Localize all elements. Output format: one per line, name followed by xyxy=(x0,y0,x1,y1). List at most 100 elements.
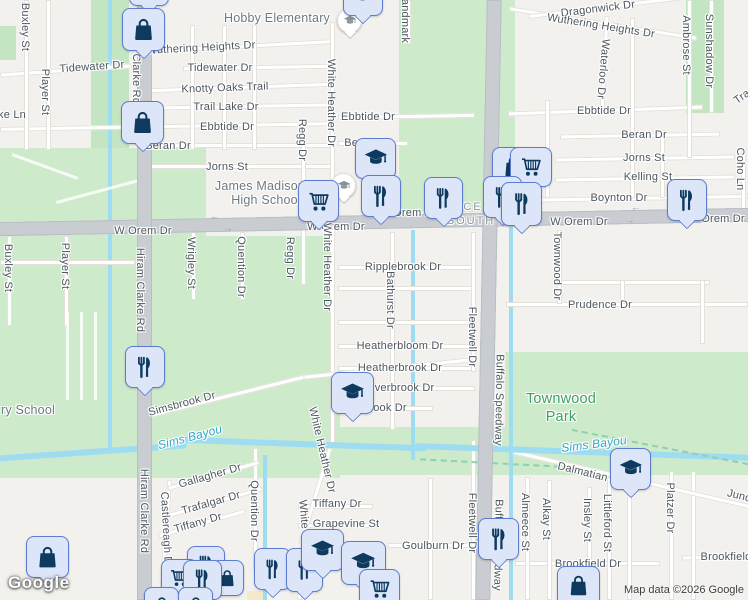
street-label: Trail Lake Dr xyxy=(193,101,259,113)
graduation-cap-icon xyxy=(363,146,389,172)
school-pin[interactable] xyxy=(610,448,651,499)
street-label: Brookfield xyxy=(700,551,748,563)
map-attribution[interactable]: Map data ©2026 Google xyxy=(623,584,744,596)
street-label: Sunshadow Dr xyxy=(703,13,715,89)
street-label: Ripplebrook Dr xyxy=(364,261,442,273)
minor-road xyxy=(700,280,705,344)
street-label: Coho Ln xyxy=(734,147,746,191)
shopping-bag-pin[interactable] xyxy=(121,101,164,153)
street-label: Heatherbrook Dr xyxy=(357,362,443,374)
google-logo[interactable]: Google xyxy=(8,573,70,592)
street-label: Wuthering Heights Dr xyxy=(546,11,656,41)
street-label: Jorns St xyxy=(206,161,248,173)
minor-road xyxy=(709,0,714,113)
street-label: Hiram Clarke Rd xyxy=(138,468,150,554)
minor-road xyxy=(630,18,635,198)
street-label: Quention Dr xyxy=(235,236,247,298)
shopping-bag-pin[interactable] xyxy=(178,587,213,600)
graduation-cap-icon xyxy=(339,380,366,406)
restaurant-pin[interactable] xyxy=(478,518,519,569)
shopping-cart-pin[interactable] xyxy=(359,569,400,600)
pin-tail xyxy=(344,405,361,423)
building-footprint xyxy=(247,591,263,600)
shopping-bag-icon xyxy=(130,16,157,43)
street-label: Insley St xyxy=(581,498,593,542)
shopping-bag-pin[interactable] xyxy=(129,0,169,15)
street-label: Beran Dr xyxy=(621,129,667,141)
stream-waterway xyxy=(263,455,267,600)
minor-road xyxy=(406,0,411,44)
restaurant-pin[interactable] xyxy=(361,175,401,226)
shopping-cart-icon xyxy=(306,188,332,214)
minor-road xyxy=(471,440,476,600)
street-label: Goulburn Dr xyxy=(401,540,465,552)
street-label: Tidewater Dr xyxy=(187,62,253,74)
school-area-label: James Madison xyxy=(214,179,306,193)
shopping-bag-pin[interactable] xyxy=(26,536,69,587)
street-label: Littleford St xyxy=(601,493,613,553)
minor-road xyxy=(80,312,83,400)
one-way-arrow-icon: ← xyxy=(630,202,642,214)
street-label: Alkay St xyxy=(540,498,552,540)
school-pin[interactable] xyxy=(355,138,396,188)
minor-road xyxy=(252,25,257,150)
shopping-bag-pin[interactable] xyxy=(122,8,165,60)
restaurant-icon xyxy=(132,354,157,380)
minor-road xyxy=(338,386,475,391)
school-pin[interactable] xyxy=(343,0,383,25)
street-label: Almeece St xyxy=(519,492,531,552)
graduation-cap-icon xyxy=(618,456,644,482)
street-label: Quention Dr xyxy=(248,480,260,542)
minor-road xyxy=(471,232,476,372)
school-pin[interactable] xyxy=(301,529,344,580)
minor-road xyxy=(64,236,69,326)
street-label: W Orem Dr xyxy=(550,216,608,228)
minor-road xyxy=(587,487,592,600)
pin-tail xyxy=(678,212,696,230)
minor-road xyxy=(741,148,746,216)
street-label: Regg Dr xyxy=(284,236,296,280)
street-label: Grapevine St xyxy=(312,518,380,530)
shopping-cart-icon xyxy=(518,154,544,179)
restaurant-icon xyxy=(486,526,512,552)
minor-road xyxy=(46,0,51,150)
restaurant-icon xyxy=(674,187,699,213)
restaurant-icon xyxy=(509,190,535,218)
green-area xyxy=(399,0,490,212)
shopping-cart-icon xyxy=(367,576,393,600)
shopping-bag-icon xyxy=(565,573,592,598)
minor-road xyxy=(547,480,552,600)
minor-road xyxy=(240,232,245,300)
restaurant-pin[interactable] xyxy=(667,179,707,230)
street-label: Bathurst Dr xyxy=(384,271,396,329)
street-label: Orem Dr xyxy=(701,213,745,225)
school-area-label: ry School xyxy=(1,403,55,417)
green-area xyxy=(0,26,16,60)
street-label: ke Ln xyxy=(0,109,26,121)
minor-road xyxy=(557,230,562,304)
restaurant-pin[interactable] xyxy=(125,346,165,397)
street-label: Platzer Dr xyxy=(664,482,676,534)
one-way-arrow-icon: → xyxy=(624,215,636,227)
park-label: Park xyxy=(545,409,577,425)
restaurant-pin[interactable] xyxy=(424,177,463,228)
street-label: Player St xyxy=(39,68,51,116)
street-label: Fleetwell Dr xyxy=(466,306,478,368)
minor-road xyxy=(338,265,475,270)
street-label: Regg Dr xyxy=(296,118,308,162)
minor-road xyxy=(390,232,395,430)
shopping-bag-pin[interactable] xyxy=(557,566,600,600)
shopping-cart-pin[interactable] xyxy=(298,180,339,231)
school-pin[interactable] xyxy=(331,372,374,423)
restaurant-pin[interactable] xyxy=(501,182,542,235)
pin-tail xyxy=(622,481,639,499)
school-area-label: Hobby Elementary xyxy=(223,11,331,25)
street-label: Wrigley St xyxy=(185,237,197,289)
shopping-bag-pin[interactable] xyxy=(144,587,179,600)
street-label: Cloverbrook Dr xyxy=(357,382,435,394)
street-label: Waterloo Dr xyxy=(594,38,612,100)
minor-road xyxy=(560,280,710,285)
street-label: White Heather Dr xyxy=(321,222,333,312)
street-label: ook Dr xyxy=(373,402,407,414)
